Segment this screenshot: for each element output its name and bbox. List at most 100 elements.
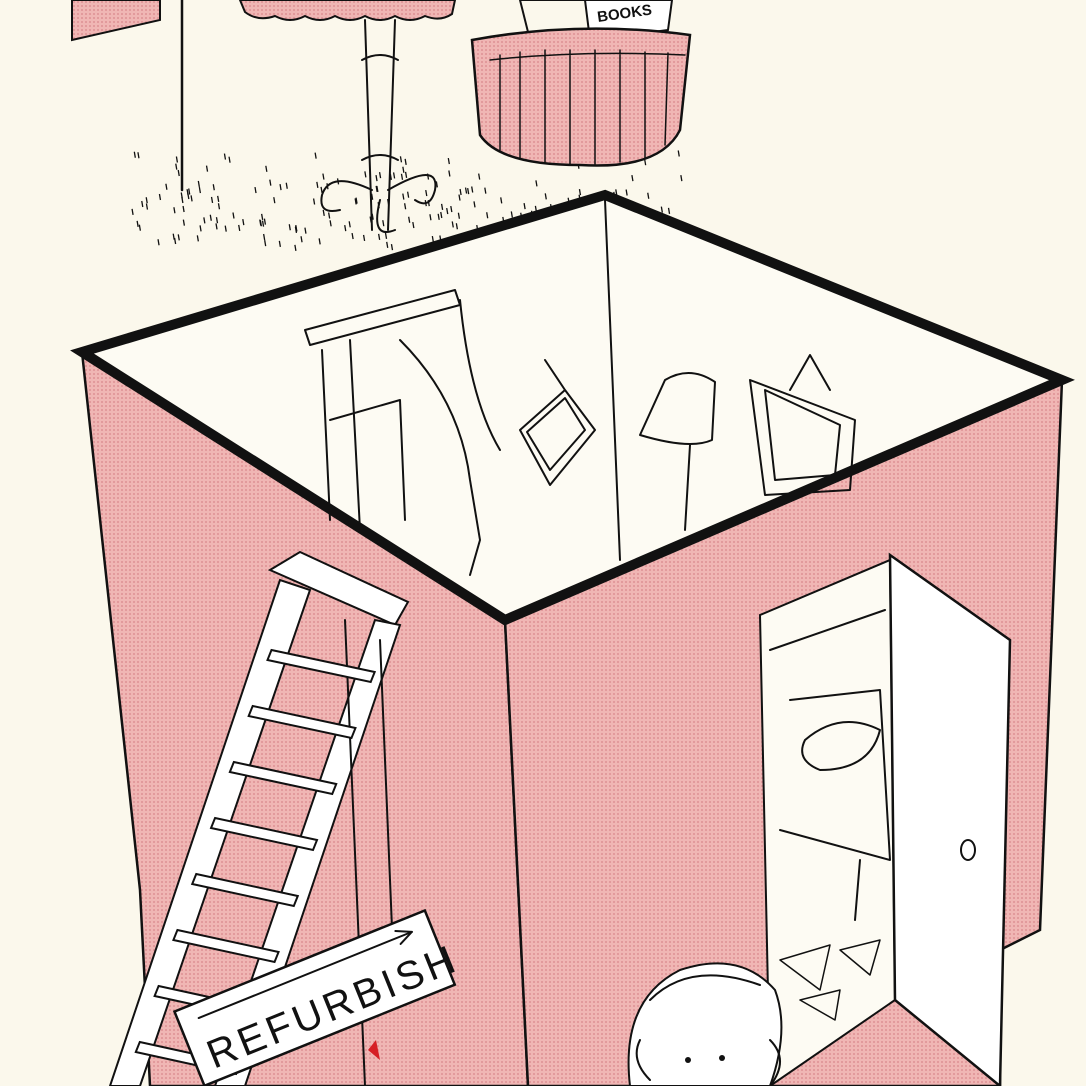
grass-stroke (458, 194, 461, 201)
grass-stroke (199, 225, 202, 232)
grass-stroke (254, 186, 257, 194)
grass-stroke (279, 184, 282, 191)
grass-stroke (446, 207, 449, 215)
grass-stroke (387, 198, 390, 206)
grass-stroke (471, 186, 474, 193)
grass-stroke (455, 223, 459, 230)
grass-stroke (437, 213, 440, 220)
ladder-rung (190, 872, 300, 908)
grass-stroke (403, 203, 407, 210)
grass-stroke (500, 197, 503, 204)
grass-stroke (165, 183, 168, 190)
grass-stroke (265, 165, 268, 172)
grass-stroke (544, 193, 547, 200)
grass-stroke (320, 186, 323, 193)
grass-stroke (371, 213, 374, 220)
grass-stroke (182, 205, 185, 213)
grass-stroke (312, 198, 316, 205)
grass-stroke (316, 181, 319, 188)
grass-stroke (173, 207, 176, 214)
grass-stroke (523, 202, 526, 210)
grass-stroke (269, 179, 272, 186)
grass-stroke (158, 193, 162, 201)
grass-stroke (378, 171, 382, 179)
grass-stroke (344, 225, 347, 232)
grass-stroke (377, 202, 380, 209)
grass-stroke (435, 181, 438, 188)
grass-stroke (464, 187, 468, 194)
grass-stroke (644, 159, 647, 166)
grass-stroke (285, 182, 288, 189)
round-table (238, 0, 457, 233)
red-accent (368, 1040, 380, 1060)
ladder-rung (266, 648, 377, 684)
grass-stroke (294, 244, 297, 251)
grass-stroke (137, 152, 140, 159)
grass-stroke (375, 185, 378, 192)
grass-stroke (314, 152, 317, 159)
grass-stroke (667, 207, 671, 214)
grass-stroke (364, 171, 367, 178)
grass-stroke (376, 185, 379, 193)
grass-stroke (510, 211, 513, 218)
grass-stroke (209, 214, 212, 221)
grass-stroke (450, 205, 453, 213)
grass-stroke (238, 224, 241, 232)
grass-stroke (447, 157, 450, 165)
grass-stroke (173, 237, 177, 245)
grass-stroke (198, 186, 202, 194)
grass-stroke (631, 175, 634, 182)
grass-stroke (426, 173, 430, 180)
grass-stroke (138, 224, 142, 231)
grass-stroke (212, 184, 215, 191)
grass-stroke (535, 180, 538, 187)
grass-stroke (224, 225, 227, 232)
book-basket: BOOKS (470, 0, 692, 167)
grass-stroke (187, 192, 190, 200)
interior-corner (604, 199, 621, 561)
grass-stroke (406, 191, 410, 198)
grass-stroke (217, 195, 220, 202)
grass-stroke (205, 165, 209, 172)
grass-stroke (451, 221, 454, 228)
grass-stroke (578, 189, 582, 196)
ladder-rung (228, 760, 338, 796)
grass-stroke (172, 233, 175, 240)
grass-stroke (660, 206, 664, 213)
grass-stroke (402, 193, 405, 200)
grass-stroke (329, 220, 332, 227)
grass-stroke (294, 226, 298, 234)
grass-stroke (196, 235, 199, 242)
grass-stroke (242, 219, 245, 226)
grass-stroke (136, 220, 139, 228)
grass-stroke (427, 200, 430, 207)
ladder-rung (209, 816, 319, 852)
grass-stroke (223, 153, 227, 160)
grass-stroke (217, 203, 221, 210)
grass-stroke (440, 203, 444, 210)
grass-stroke (261, 220, 265, 227)
grass-stroke (389, 173, 392, 180)
grass-stroke (369, 216, 372, 223)
grass-stroke (175, 156, 179, 163)
grass-stroke (326, 183, 329, 190)
open-door[interactable] (888, 552, 1012, 1086)
grass-stroke (259, 219, 262, 226)
grass-stroke (467, 188, 470, 195)
grass-stroke (133, 151, 136, 158)
grass-stroke (378, 233, 381, 240)
grass-stroke (197, 180, 200, 188)
grass-stroke (175, 163, 178, 170)
grass-stroke (145, 203, 149, 210)
grass-stroke (431, 235, 434, 243)
grass-stroke (425, 189, 428, 197)
grass-stroke (386, 241, 389, 248)
grass-stroke (484, 187, 487, 194)
grass-stroke (318, 238, 321, 245)
grass-stroke (412, 221, 415, 229)
box-rim (70, 189, 1075, 626)
grass-stroke (400, 173, 404, 180)
grass-stroke (263, 218, 267, 225)
grass-stroke (354, 198, 357, 205)
